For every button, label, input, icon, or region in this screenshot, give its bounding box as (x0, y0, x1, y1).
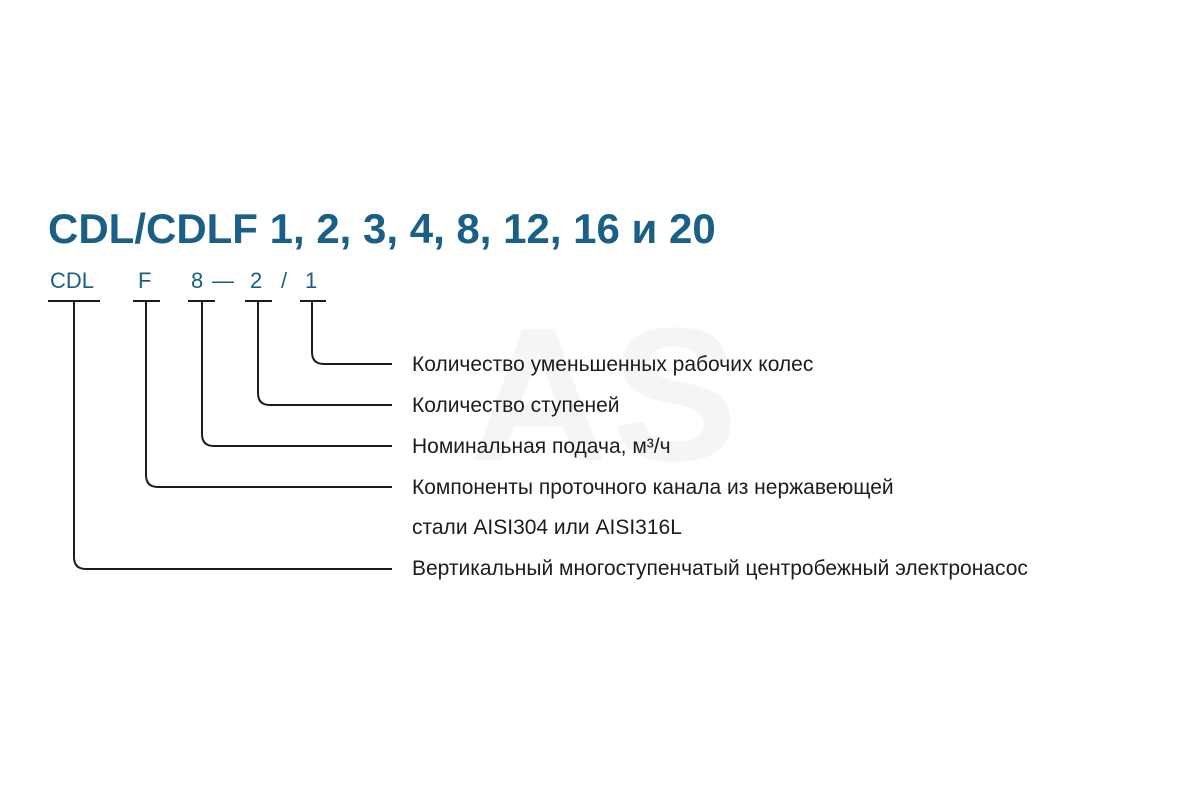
diagram-title: CDL/CDLF 1, 2, 3, 4, 8, 12, 16 и 20 (48, 205, 716, 252)
leader-stages (257, 301, 392, 406)
code-series: CDL (50, 268, 95, 293)
desc-series: Вертикальный многоступенчатый центробежн… (412, 557, 1028, 580)
desc-material-line2: стали AISI304 или AISI316L (412, 516, 682, 539)
desc-flow: Номинальная подача, м³/ч (412, 435, 671, 458)
code-reduced: 1 (305, 268, 318, 293)
leader-flow (201, 301, 392, 447)
desc-stages: Количество ступеней (412, 394, 620, 417)
code-dash: — (212, 268, 234, 293)
code-flow: 8 (191, 268, 204, 293)
desc-reduced-impellers: Количество уменьшенных рабочих колес (412, 353, 814, 376)
leader-material (145, 301, 392, 488)
code-slash: / (281, 268, 288, 293)
code-stages: 2 (250, 268, 263, 293)
leader-reduced (311, 301, 392, 365)
desc-material-line1: Компоненты проточного канала из нержавею… (412, 476, 894, 499)
code-material: F (138, 268, 152, 293)
leader-series (73, 301, 392, 570)
